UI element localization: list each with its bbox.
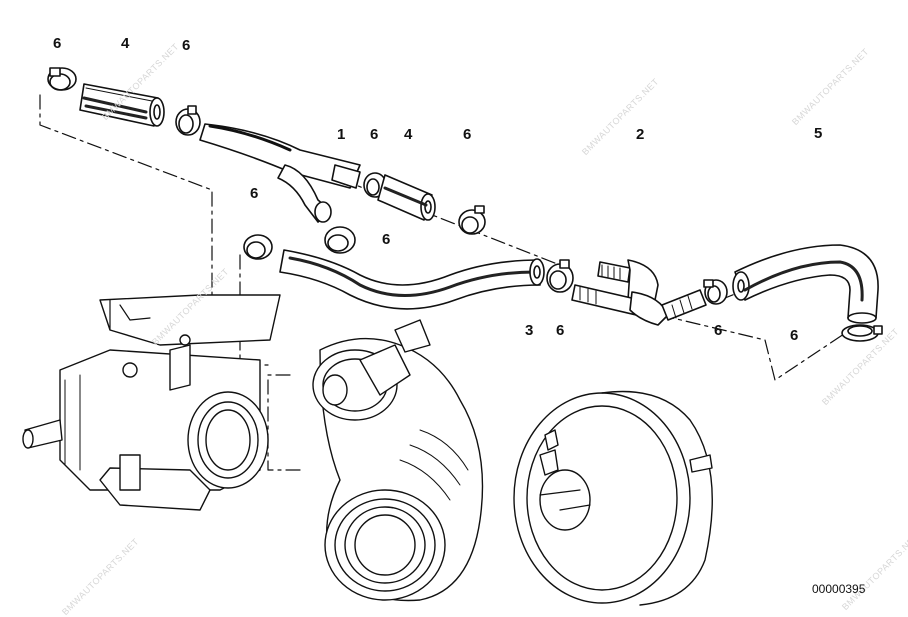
brake-booster — [513, 390, 713, 606]
callout-part-4-mid: 4 — [404, 126, 413, 143]
callout-part-6-left-mid: 6 — [250, 185, 259, 202]
callout-part-6-right-valve: 6 — [714, 322, 723, 339]
callout-part-6-top-left: 6 — [53, 35, 62, 52]
callout-part-1: 1 — [337, 126, 346, 143]
clamp-6-right-valve — [703, 279, 728, 305]
pipe-1 — [199, 123, 361, 223]
clamp-6-top-mid — [175, 105, 201, 136]
callout-part-6-far-right: 6 — [790, 327, 799, 344]
diagram-id: 00000395 — [812, 582, 866, 596]
clamp-6-right-of-4 — [458, 205, 486, 235]
hose-5 — [732, 244, 879, 324]
clamp-6-below-3 — [546, 259, 574, 293]
hose-4-left — [79, 83, 165, 127]
valve-2 — [571, 259, 707, 326]
callout-part-6-top-mid: 6 — [182, 37, 191, 54]
callout-part-3: 3 — [525, 322, 534, 339]
clamp-6-top-left — [47, 67, 77, 91]
hose-4-mid — [377, 174, 436, 221]
intake-boot — [312, 319, 484, 602]
clamp-6-far-right — [841, 324, 883, 342]
callout-part-5: 5 — [814, 125, 823, 142]
clamp-6-center — [324, 226, 356, 254]
callout-part-6-right-of-4: 6 — [463, 126, 472, 143]
callout-part-4-left: 4 — [121, 35, 130, 52]
callout-part-2: 2 — [636, 126, 645, 143]
hose-3 — [279, 249, 545, 310]
clamp-6-left-mid — [243, 234, 273, 260]
callout-part-6-below-3: 6 — [556, 322, 565, 339]
callout-part-6-near-1: 6 — [370, 126, 379, 143]
callout-part-6-center: 6 — [382, 231, 391, 248]
throttle-housing — [22, 294, 281, 511]
